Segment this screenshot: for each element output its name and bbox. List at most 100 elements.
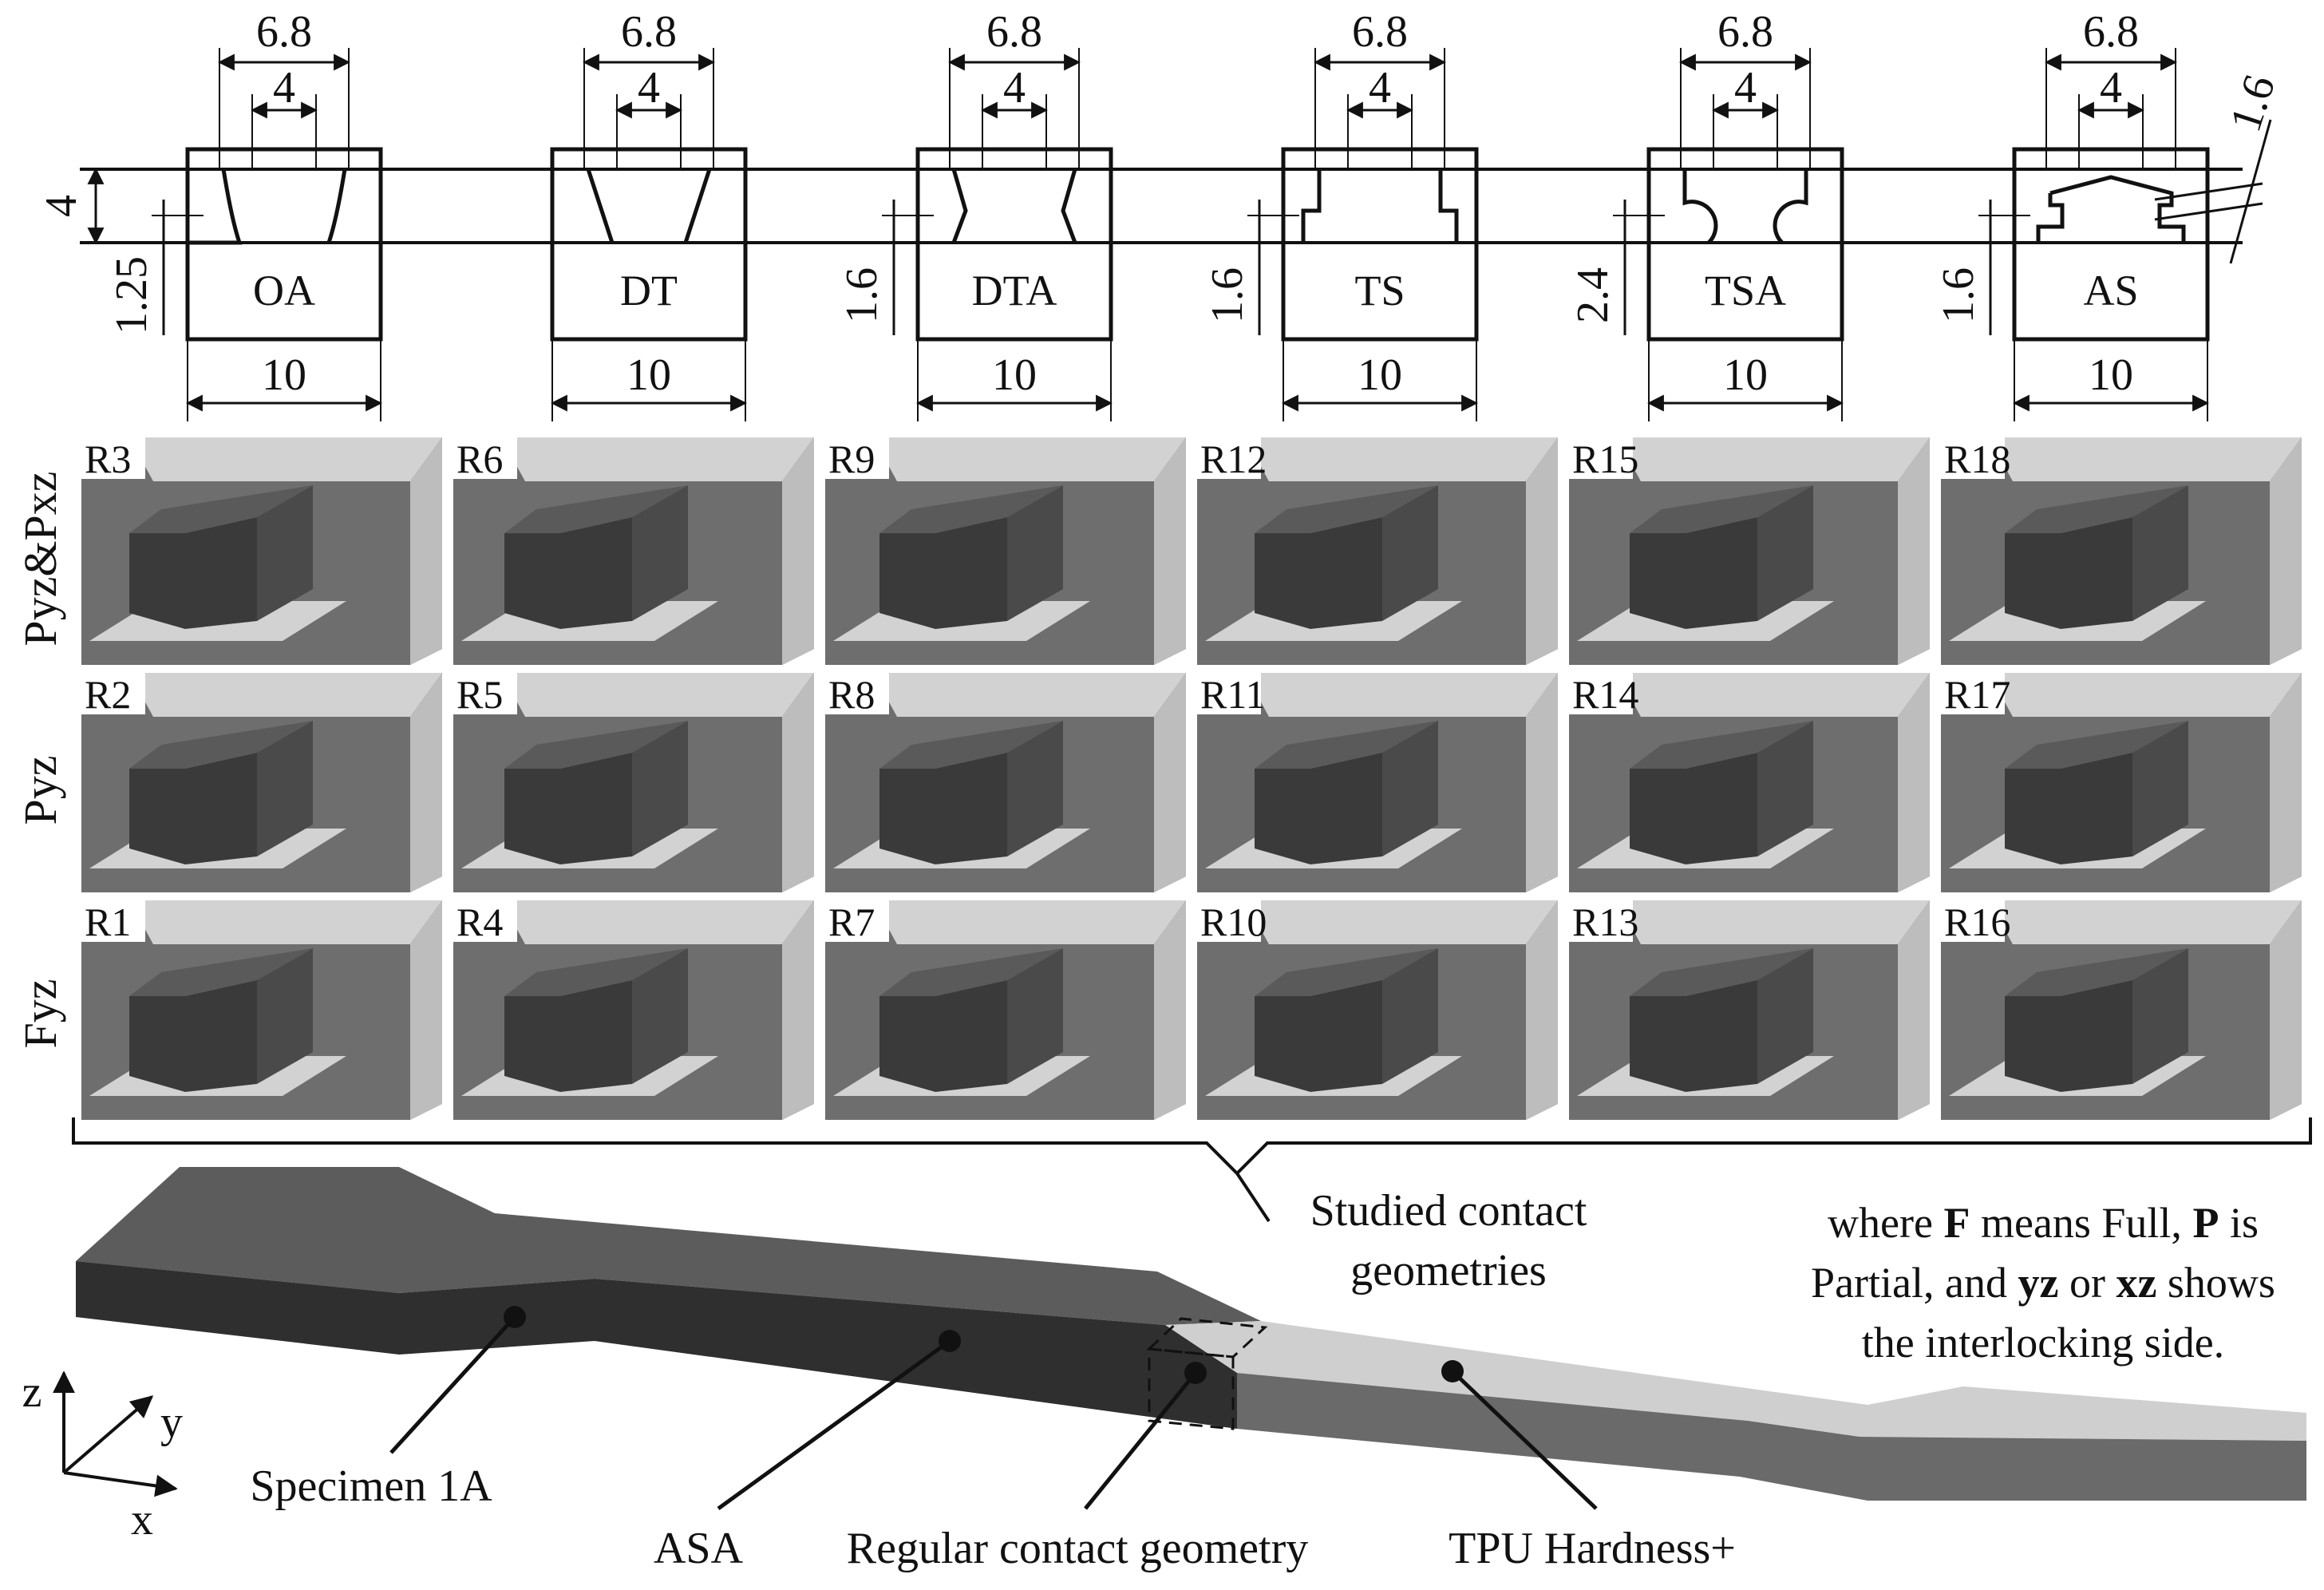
block-side bbox=[410, 437, 442, 665]
insert-side bbox=[257, 721, 313, 856]
inner-width-label: 4 bbox=[1003, 63, 1026, 113]
note-line3: the interlocking side. bbox=[1862, 1319, 2224, 1367]
cell-label-bg bbox=[453, 437, 517, 479]
geometry-cell-r9: R9 bbox=[825, 437, 1186, 665]
geometry-cell-r7: R7 bbox=[825, 900, 1186, 1120]
cell-label: R18 bbox=[1944, 437, 2010, 481]
base-width-label: 10 bbox=[626, 350, 671, 400]
geometry-cell-r16: R16 bbox=[1941, 900, 2302, 1120]
geometry-cell-r1: R1 bbox=[81, 900, 442, 1120]
block-top bbox=[1617, 900, 1930, 944]
cell-label: R12 bbox=[1200, 437, 1267, 481]
inner-width-label: 4 bbox=[273, 63, 295, 113]
block-side bbox=[2270, 673, 2302, 892]
block-top bbox=[1617, 673, 1930, 717]
insert-front bbox=[1255, 980, 1382, 1092]
block-side bbox=[782, 673, 814, 892]
insert-front bbox=[879, 980, 1007, 1092]
insert-side bbox=[2132, 721, 2188, 856]
profile-slot-outline bbox=[586, 168, 712, 243]
as-angle-leader bbox=[2229, 119, 2272, 264]
insert-side bbox=[2132, 485, 2188, 621]
block-top bbox=[1989, 673, 2302, 717]
block-top bbox=[129, 900, 442, 944]
insert-front bbox=[2005, 753, 2132, 864]
cell-label: R3 bbox=[85, 437, 131, 481]
profile-slot-outline bbox=[1682, 169, 1808, 244]
x-axis-label: x bbox=[131, 1495, 153, 1545]
insert-front bbox=[1630, 753, 1757, 864]
regular-label: Regular contact geometry bbox=[847, 1524, 1308, 1573]
base-width-label: 10 bbox=[262, 350, 306, 400]
top-width-label: 6.8 bbox=[256, 7, 312, 57]
cell-label: R7 bbox=[828, 900, 875, 944]
asa-label: ASA bbox=[654, 1524, 744, 1573]
cell-label: R13 bbox=[1572, 900, 1638, 944]
base-width-label: 10 bbox=[992, 350, 1037, 400]
cell-label: R8 bbox=[828, 672, 875, 717]
block-side bbox=[2270, 437, 2302, 665]
profile-name: AS bbox=[2083, 267, 2138, 314]
cell-label-bg bbox=[1197, 900, 1261, 942]
left-dimension-label: 2.4 bbox=[1568, 267, 1618, 323]
insert-side bbox=[257, 948, 313, 1084]
asa-pointer bbox=[717, 1339, 951, 1511]
profile-name: OA bbox=[253, 267, 315, 314]
profile-slot-outline bbox=[2036, 175, 2186, 243]
cell-label-bg bbox=[825, 673, 889, 714]
block-top bbox=[1245, 900, 1558, 944]
insert-top bbox=[879, 721, 1063, 769]
cell-label-bg bbox=[1941, 900, 2005, 942]
insert-top bbox=[2005, 948, 2188, 996]
insert-side bbox=[1007, 721, 1063, 856]
insert-front bbox=[129, 980, 257, 1092]
cell-label: R11 bbox=[1200, 672, 1266, 717]
cell-label-bg bbox=[81, 673, 145, 714]
geometry-cell-r4: R4 bbox=[453, 900, 814, 1120]
left-dimension-label: 1.6 bbox=[1203, 267, 1252, 323]
geometry-cell-r3: R3 bbox=[81, 437, 442, 665]
insert-front bbox=[1255, 517, 1382, 629]
grid-bracket bbox=[72, 1117, 2312, 1176]
tpu-front-face bbox=[1237, 1373, 2306, 1501]
block-side bbox=[1526, 437, 1558, 665]
profile-slot-outline bbox=[188, 168, 347, 245]
block-side bbox=[1898, 900, 1930, 1120]
block-top bbox=[1989, 900, 2302, 944]
cell-label-bg bbox=[81, 900, 145, 942]
insert-front bbox=[129, 517, 257, 629]
block-side bbox=[1154, 673, 1186, 892]
callout-pointers bbox=[389, 1306, 1598, 1511]
geometry-cell-r13: R13 bbox=[1569, 900, 1930, 1120]
height-dimension-label: 4 bbox=[37, 195, 86, 217]
cell-label-bg bbox=[1569, 900, 1633, 942]
cell-label-bg bbox=[1941, 673, 2005, 714]
insert-front bbox=[2005, 517, 2132, 629]
x-axis-arrow bbox=[63, 1471, 178, 1497]
geometry-cell-r2: R2 bbox=[81, 672, 442, 892]
insert-front bbox=[504, 517, 632, 629]
block-top bbox=[1245, 437, 1558, 481]
specimen-label: Specimen 1A bbox=[250, 1461, 492, 1511]
inner-width-label: 4 bbox=[2100, 63, 2122, 113]
block-side bbox=[1526, 900, 1558, 1120]
base-width-label: 10 bbox=[2089, 350, 2133, 400]
block-top bbox=[873, 437, 1186, 481]
insert-top bbox=[879, 948, 1063, 996]
note-line1: where F means Full, P is bbox=[1828, 1199, 2259, 1247]
insert-front bbox=[1630, 517, 1757, 629]
insert-side bbox=[632, 721, 688, 856]
specimen-bar bbox=[76, 1167, 2306, 1501]
insert-top bbox=[2005, 721, 2188, 769]
block-side bbox=[410, 900, 442, 1120]
geometry-cell-r6: R6 bbox=[453, 437, 814, 665]
insert-top bbox=[879, 485, 1063, 533]
cell-label-bg bbox=[1569, 437, 1633, 479]
z-axis-label: z bbox=[22, 1367, 42, 1417]
geometry-cell-r14: R14 bbox=[1569, 672, 1930, 892]
cell-label-bg bbox=[825, 437, 889, 479]
